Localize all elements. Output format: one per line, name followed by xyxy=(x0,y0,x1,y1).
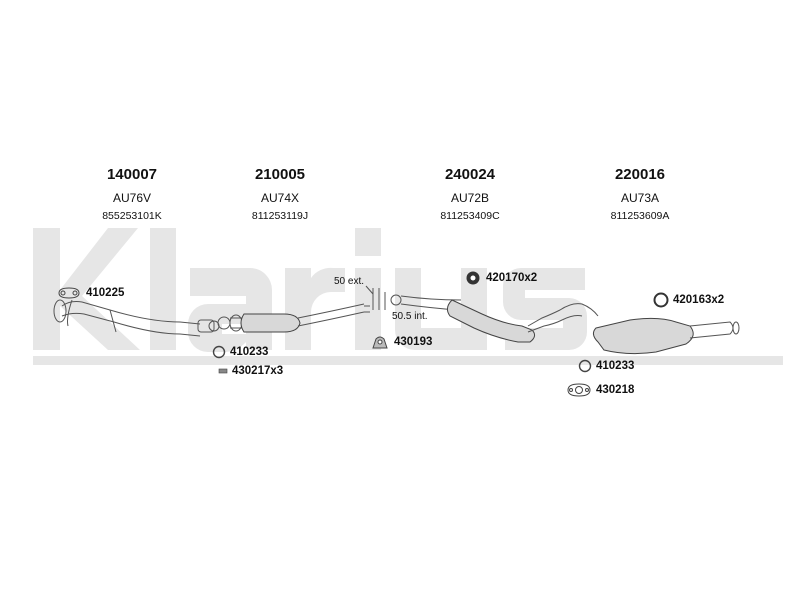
model-code: AU72B xyxy=(450,191,490,205)
part-number: 240024 xyxy=(444,166,496,183)
fitting-label: 410233 xyxy=(230,346,269,358)
fitting-430217x3: 430217x3 xyxy=(218,364,283,378)
gasket-icon xyxy=(567,383,591,397)
bolt-icon xyxy=(218,368,228,374)
fitting-410233-rear: 410233 xyxy=(578,359,634,373)
oe-number: 811253609A xyxy=(610,210,670,222)
fitting-430193: 430193 xyxy=(370,334,432,350)
fitting-label: 430217x3 xyxy=(232,365,284,377)
part-number: 210005 xyxy=(254,166,306,183)
fitting-label: 420163x2 xyxy=(673,294,725,306)
fitting-label: 410233 xyxy=(596,360,635,372)
section-centre-silencer: 210005 AU74X 811253119J xyxy=(200,166,360,223)
ring-icon xyxy=(212,345,226,359)
fitting-430218: 430218 xyxy=(566,382,634,398)
hanger-icon xyxy=(372,336,388,349)
model-code: AU73A xyxy=(620,191,660,205)
oe-number: 811253409C xyxy=(440,210,500,222)
model-code: AU74X xyxy=(260,191,300,205)
ext-diameter-note: 50 ext. xyxy=(334,276,365,287)
front-pipe xyxy=(53,299,220,337)
rear-silencer xyxy=(592,317,740,355)
fitting-label: 420170x2 xyxy=(486,272,538,284)
fitting-label: 430218 xyxy=(596,384,635,396)
part-number: 140007 xyxy=(106,166,158,183)
fitting-410233-front: 410233 xyxy=(212,345,268,359)
centre-silencer xyxy=(217,303,370,333)
part-number: 220016 xyxy=(614,166,666,183)
rear-intermediate-silencer xyxy=(390,294,599,343)
int-diameter-note: 50.5 int. xyxy=(392,311,428,322)
fitting-420170x2: 420170x2 xyxy=(464,270,537,286)
fitting-410225: 410225 xyxy=(56,286,124,300)
gasket-icon xyxy=(58,287,80,299)
oe-number: 855253101K xyxy=(102,210,162,222)
ring-icon xyxy=(653,292,669,308)
section-intermediate-silencer: 240024 AU72B 811253409C xyxy=(390,166,550,223)
fitting-label: 410225 xyxy=(86,287,125,299)
section-rear-silencer: 220016 AU73A 811253609A xyxy=(560,166,720,223)
model-code: AU76V xyxy=(112,191,152,205)
fitting-label: 430193 xyxy=(394,336,433,348)
rubber-mount-icon xyxy=(466,271,480,285)
oe-number: 811253119J xyxy=(251,210,309,222)
fitting-420163x2: 420163x2 xyxy=(653,292,724,308)
ring-icon xyxy=(578,359,592,373)
section-front-pipe: 140007 AU76V 855253101K xyxy=(52,166,212,223)
coupling-marks xyxy=(365,285,386,310)
